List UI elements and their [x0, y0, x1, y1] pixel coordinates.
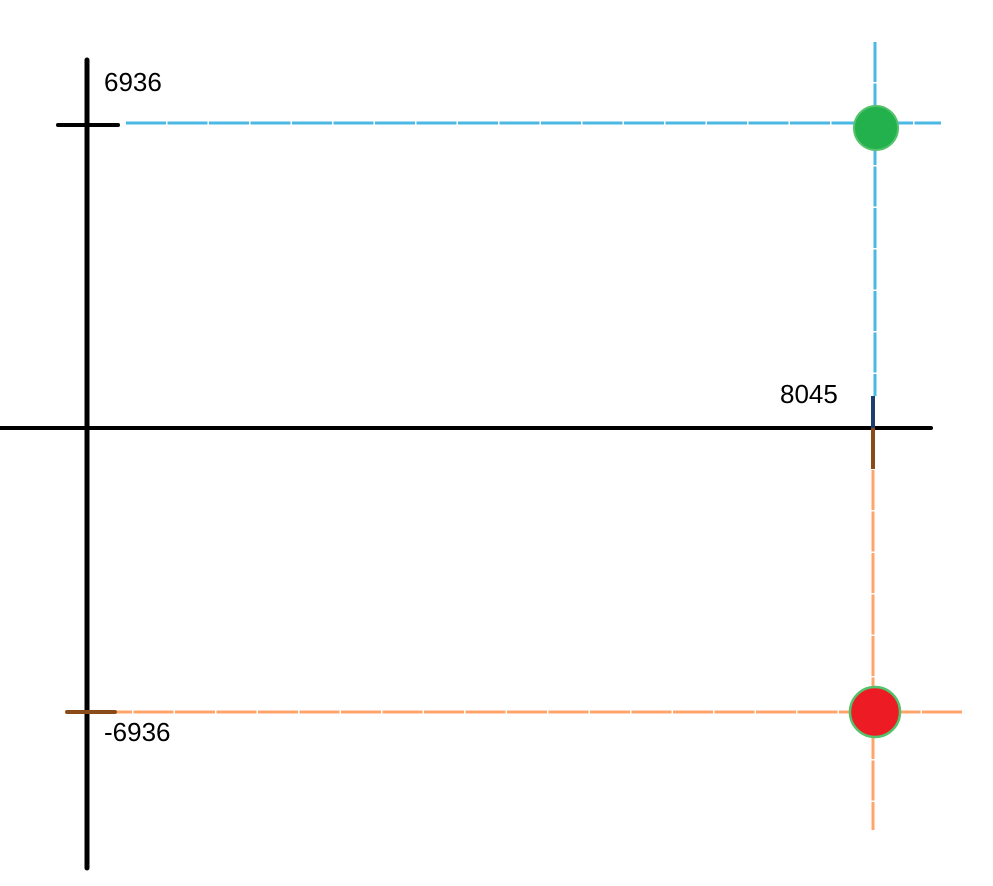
x-positive-label: 8045 — [780, 379, 838, 409]
y-negative-label: -6936 — [104, 717, 171, 747]
green-point — [853, 105, 899, 151]
y-positive-label: 6936 — [104, 67, 162, 97]
red-point — [848, 685, 902, 739]
